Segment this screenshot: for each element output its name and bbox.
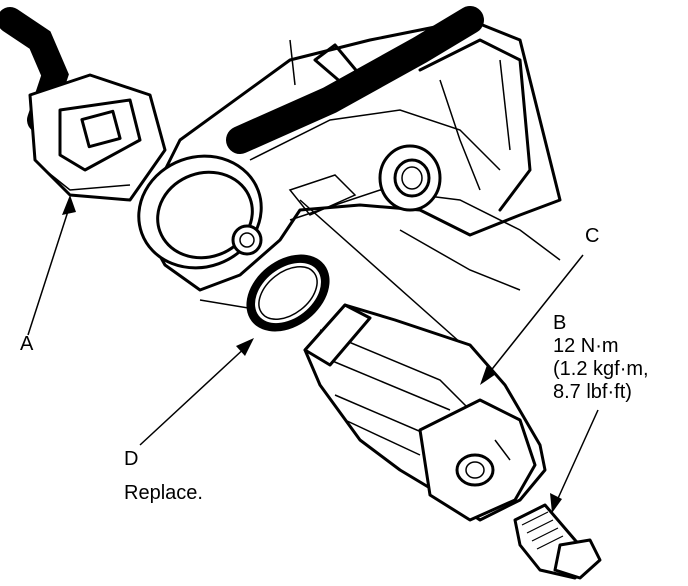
callout-label-b: B	[553, 312, 567, 334]
callout-label-c: C	[585, 225, 600, 247]
torque-spec-kgfm: (1.2 kgf·m,	[553, 358, 649, 380]
connector-a	[0, 7, 167, 202]
replace-note: Replace.	[124, 482, 203, 504]
callout-label-d: D	[124, 448, 139, 470]
leader-lines	[27, 195, 599, 513]
bolt-b	[513, 503, 602, 580]
sensor-c	[303, 303, 547, 522]
torque-spec-lbfft: 8.7 lbf·ft)	[553, 381, 632, 403]
wiring-harness	[226, 6, 484, 154]
o-ring-d	[246, 254, 330, 332]
torque-spec-nm: 12 N·m	[553, 335, 619, 357]
sensor-bore	[137, 154, 263, 270]
mounting-boss	[378, 144, 442, 212]
callout-label-a: A	[20, 333, 34, 355]
